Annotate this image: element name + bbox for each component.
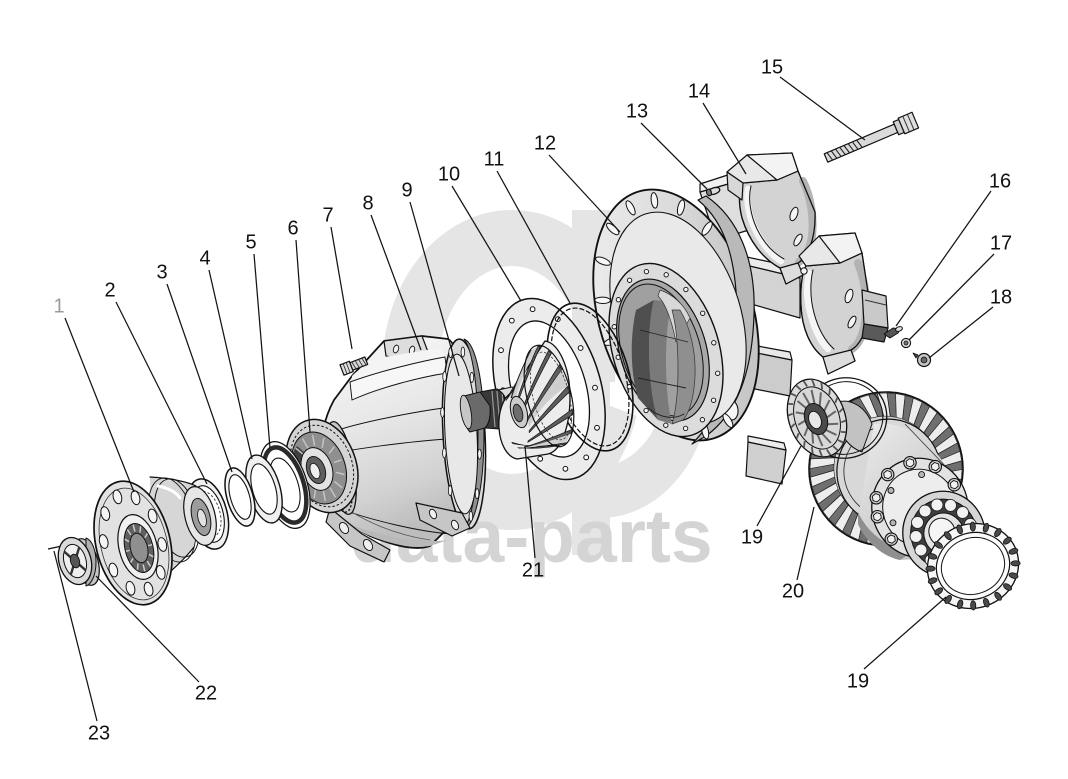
svg-text:6: 6: [287, 218, 298, 240]
svg-text:1: 1: [53, 296, 64, 318]
svg-text:8: 8: [362, 193, 373, 215]
svg-text:10: 10: [438, 164, 460, 186]
svg-text:2: 2: [104, 280, 115, 302]
svg-text:12: 12: [534, 133, 556, 155]
svg-text:20: 20: [782, 581, 804, 603]
svg-text:19: 19: [847, 671, 869, 693]
svg-text:11: 11: [484, 149, 505, 171]
svg-text:14: 14: [688, 81, 710, 103]
svg-text:21: 21: [522, 560, 544, 582]
svg-text:19: 19: [741, 527, 763, 549]
svg-text:9: 9: [401, 180, 412, 202]
svg-text:17: 17: [990, 233, 1012, 255]
svg-text:22: 22: [195, 683, 217, 705]
svg-text:16: 16: [989, 171, 1011, 193]
svg-text:3: 3: [156, 262, 167, 284]
svg-text:5: 5: [245, 232, 256, 254]
svg-text:23: 23: [88, 723, 110, 745]
svg-text:18: 18: [990, 287, 1012, 309]
svg-text:13: 13: [626, 101, 648, 123]
svg-text:7: 7: [322, 205, 333, 227]
svg-text:4: 4: [199, 248, 210, 270]
svg-text:15: 15: [761, 57, 783, 79]
